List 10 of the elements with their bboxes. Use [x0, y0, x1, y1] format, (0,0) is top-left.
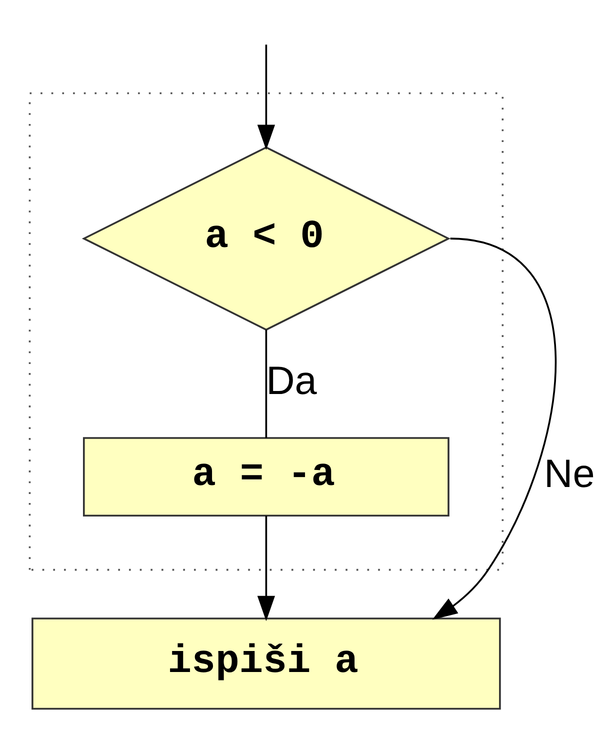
node-diamond: a < 0: [82, 146, 451, 330]
arrow: [257, 515, 276, 621]
arrow: [432, 237, 556, 620]
arrow: [257, 44, 276, 150]
cluster: [28, 92, 504, 570]
connector: [265, 329, 268, 438]
edge-label: Ne: [544, 451, 595, 496]
node-box: ispiši a: [32, 617, 501, 710]
edge-label: Da: [266, 358, 317, 402]
node-box: a = -a: [82, 436, 450, 516]
